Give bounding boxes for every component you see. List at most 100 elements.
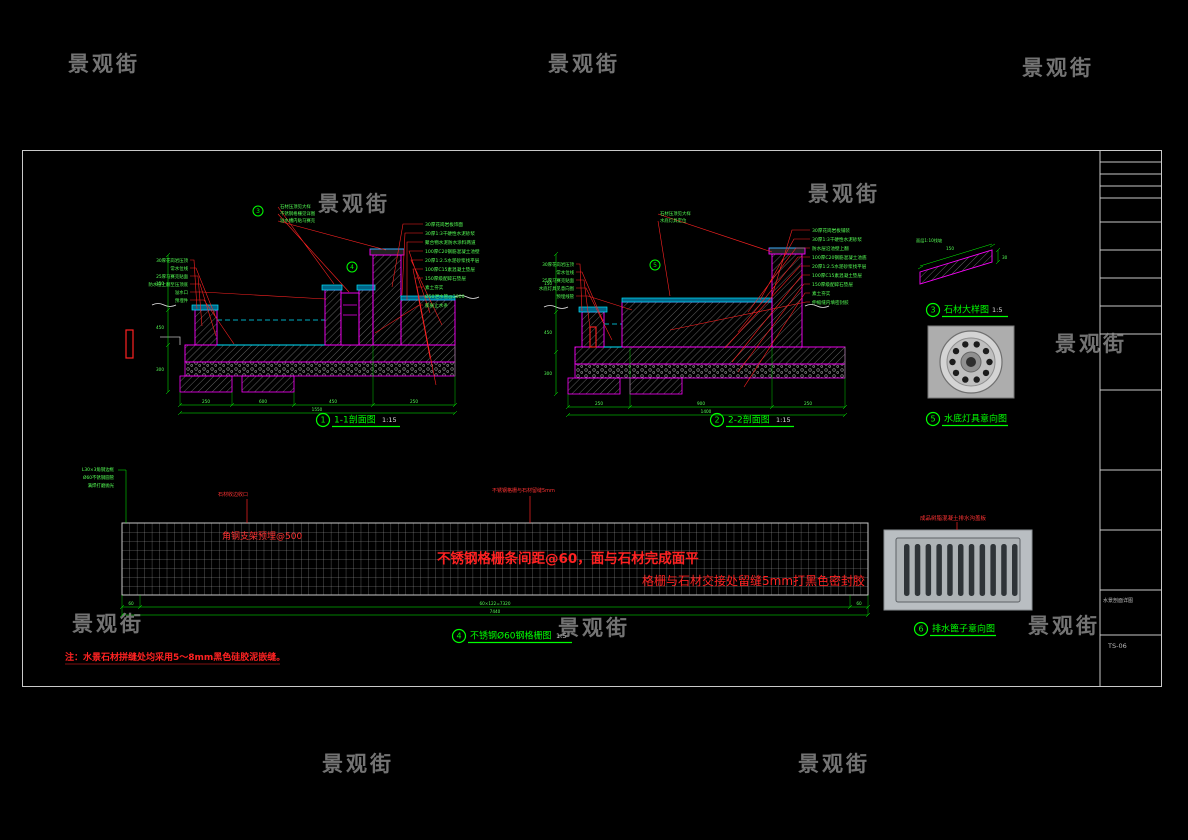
- watermark: 景观街: [558, 616, 630, 640]
- drawing-frame: [22, 150, 1162, 687]
- annotation-text: 20厚1:2.5水泥砂浆找平层: [812, 263, 867, 270]
- annotation-text: 溢水槽内贴马赛克: [280, 217, 316, 224]
- dim-text: 150: [946, 246, 954, 251]
- dim-text: 600: [259, 399, 267, 404]
- detail-title: 石材大样图: [944, 304, 989, 316]
- annotation-text: 25厚马赛克贴面: [542, 277, 575, 284]
- dim-text: 250: [410, 399, 418, 404]
- annotation-text: 30厚花岗岩板饰面: [425, 221, 463, 228]
- dim-text: 30: [1002, 255, 1008, 260]
- leader-lines-right: [669, 229, 810, 388]
- detail-ref-number: 5: [653, 262, 657, 269]
- stone-detail-drawing: 150 30 面层1:10找坡: [916, 237, 1008, 285]
- detail-number: 3: [930, 306, 935, 315]
- detail-scale: 1:5: [556, 632, 566, 640]
- red-note: 石材收边收口: [218, 491, 248, 498]
- watermark: 景观街: [798, 752, 870, 776]
- detail-5-label: 5 水底灯具意向图: [925, 411, 1008, 427]
- dim-text: 60: [856, 601, 862, 606]
- ground-line: [151, 303, 177, 307]
- annotation-text: 聚合物水泥防水涂料两道: [425, 239, 476, 246]
- annotation-text: 30厚花岗岩板铺装: [812, 227, 850, 234]
- dim-text: 150: [156, 281, 164, 286]
- dim-text: 450: [156, 325, 164, 330]
- annotation-text: 25厚马赛克贴面: [156, 273, 189, 280]
- annotation-text: 150厚级配碎石垫层: [425, 275, 466, 282]
- light-fixture-symbol: [125, 329, 134, 359]
- detail-ref-circle: [346, 261, 358, 273]
- dim-text: 150: [544, 281, 552, 286]
- titleblock-number: TS-06: [1107, 642, 1127, 650]
- annotation-text: 30厚花岗岩压顶: [156, 257, 189, 264]
- leader-lines-right: [374, 223, 443, 386]
- detail-title: 1-1剖面图: [334, 414, 376, 426]
- watermark: 景观街: [808, 182, 880, 206]
- titleblock-caption: 水景剖面详图: [1103, 597, 1133, 604]
- red-note: 不锈钢格栅与石材留缝5mm: [492, 487, 555, 494]
- annotation-text: 素土夯实: [812, 290, 831, 297]
- detail-3-label: 3 石材大样图 1:5: [925, 302, 1008, 318]
- ground-line: [804, 304, 830, 308]
- annotation-text: 石材压顶见大样: [280, 203, 311, 210]
- dim-text: 7440: [490, 609, 501, 614]
- annotation-text: 30厚花岗岩压顶: [542, 261, 575, 268]
- dim-text: 250: [595, 401, 603, 406]
- annotation-text: 石材压顶见大样: [660, 210, 691, 217]
- annotation-text: 150厚级配碎石垫层: [812, 281, 853, 288]
- detail-title: 排水篦子意向图: [932, 623, 995, 635]
- annotation-text: 30厚1:3干硬性水泥砂浆: [425, 230, 475, 237]
- annotation-text: 素土夯实: [425, 284, 444, 291]
- dim-text: 60×122=7320: [480, 601, 511, 606]
- annotation-text: Ø60不锈钢圆管: [83, 474, 115, 481]
- annotation-text: 常水位线: [556, 269, 574, 276]
- leader-line: [118, 469, 127, 523]
- sec2-annotations-right: 30厚花岗岩板铺装30厚1:3干硬性水泥砂浆防水层沿池壁上翻100厚C20钢筋混…: [812, 227, 867, 306]
- general-note: 注：水景石材拼缝处均采用5～8mm黑色硅胶泥嵌缝。: [65, 651, 285, 663]
- annotation-text: 100厚C15素混凝土垫层: [812, 272, 862, 279]
- annotation-text: 满焊打磨抛光: [88, 482, 115, 489]
- detail-number: 2: [714, 416, 719, 425]
- dim-text: 900: [697, 401, 705, 406]
- annotation-text: 不锈钢格栅见详图: [280, 210, 316, 217]
- annotation-text: 水底灯具定位: [660, 217, 687, 224]
- leader-lines-top: [277, 206, 387, 293]
- detail-6-label: 6 排水篦子意向图: [913, 621, 996, 637]
- detail-number: 5: [930, 415, 935, 424]
- grille-drawing: 角钢支架预埋@500 不锈钢格栅条间距@60，面与石材完成面平 格栅与石材交接处…: [119, 522, 871, 618]
- annotation-text: 膨胀止水条: [425, 302, 448, 309]
- annotation-text: 100厚C20钢筋混凝土池底: [812, 254, 867, 261]
- dim-text: 1550: [312, 407, 323, 412]
- title-block: [1099, 150, 1162, 687]
- annotation-text: 面层1:10找坡: [916, 237, 943, 244]
- dim-text: 1400: [701, 409, 712, 414]
- dim-text: 450: [544, 330, 552, 335]
- section-2-drawing: 30厚花岗岩板铺装30厚1:3干硬性水泥砂浆防水层沿池壁上翻100厚C20钢筋混…: [539, 210, 867, 418]
- annotation-text: Ø50泄水管@2000: [425, 293, 465, 300]
- detail-ref-circle: [649, 259, 661, 271]
- detail-title: 不锈钢Ø60钢格栅图: [470, 630, 552, 642]
- annotation-text: 预埋件: [175, 297, 189, 304]
- annotation-text: 防水层沿池壁上翻: [812, 245, 849, 252]
- red-note: 成品树脂混凝土排水沟盖板: [920, 514, 987, 522]
- detail-ref-number: 4: [350, 264, 354, 271]
- detail-1-label: 1 1-1剖面图 1:15: [315, 412, 400, 428]
- grille-dimensions: [119, 595, 871, 618]
- annotation-text: 常水位线: [170, 265, 188, 272]
- detail-scale: 1:15: [382, 416, 397, 424]
- dim-text: 300: [544, 371, 552, 376]
- section-1-drawing: 30厚花岗岩板饰面30厚1:3干硬性水泥砂浆聚合物水泥防水涂料两道100厚C20…: [125, 203, 480, 416]
- dim-text: 450: [329, 399, 337, 404]
- detail-4-label: 4 不锈钢Ø60钢格栅图 1:5: [451, 628, 572, 644]
- annotation-text: L30×3角钢边框: [82, 466, 115, 473]
- detail-title: 水底灯具意向图: [944, 413, 1007, 425]
- watermark: 景观街: [322, 752, 394, 776]
- watermark: 景观街: [548, 52, 620, 76]
- detail-2-label: 2 2-2剖面图 1:15: [709, 412, 794, 428]
- watermark: 景观街: [72, 612, 144, 636]
- annotation-text: 伸缩缝内填密封胶: [812, 299, 849, 306]
- watermark: 景观街: [1022, 56, 1094, 80]
- drain-grate-photo: [883, 529, 1033, 611]
